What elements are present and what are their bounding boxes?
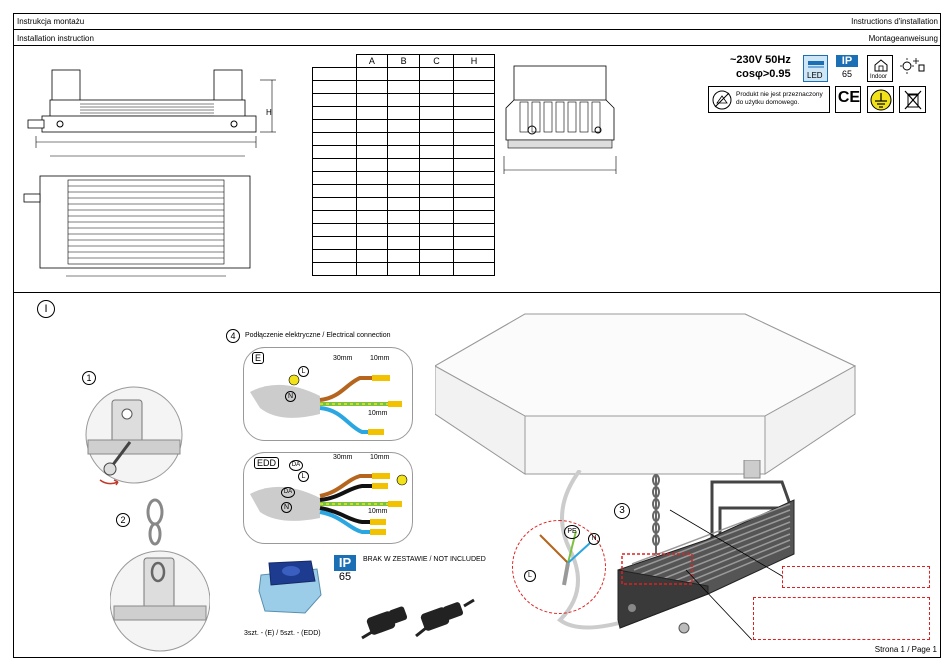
height-dimension-label: H (266, 108, 272, 117)
top-view-drawing (23, 175, 251, 277)
edd-length-30: 30mm (333, 454, 353, 461)
earth-ground-icon (870, 89, 892, 111)
crossed-bin-icon (904, 90, 922, 110)
indoor-badge: Indoor (867, 55, 893, 82)
callout-box-bottom (753, 597, 930, 640)
accessory-ip-badge: IP 65 (334, 555, 356, 583)
voltage-spec: ~230V 50Hz (730, 54, 791, 66)
no-household-icon (712, 90, 732, 110)
waterproof-connectors-illustration (361, 598, 475, 640)
col-b-header: B (387, 54, 421, 68)
wiring-detail-circle (512, 520, 606, 614)
header-divider-2 (13, 45, 941, 46)
step4-badge: 4 (226, 329, 240, 343)
title-en: Installation instruction (17, 34, 94, 43)
step1-bracket-wrench-illustration (85, 386, 183, 486)
edd-wire-n: N (281, 502, 292, 513)
e-length-30: 30mm (333, 355, 353, 362)
ce-mark: CE (835, 86, 861, 113)
callout-box-top (782, 566, 930, 588)
ambient-temperature-icon (900, 58, 925, 74)
detail-wire-pe: PE (564, 525, 580, 539)
not-included-text: BRAK W ZESTAWIE / NOT INCLUDED (363, 556, 486, 563)
ce-label: CE (837, 89, 861, 106)
e-length-10: 10mm (370, 355, 390, 362)
section-divider (13, 292, 941, 293)
quantity-text: 3szt. - (E) / 5szt. - (EDD) (244, 630, 321, 637)
house-icon (874, 59, 888, 72)
edd-length-10: 10mm (370, 454, 390, 461)
edd-length-10-lower: 10mm (368, 508, 388, 515)
connection-title: Podłączenie elektryczne / Electrical con… (245, 332, 391, 339)
wires-edd-svg (250, 473, 408, 535)
detail-wire-l: L (524, 570, 536, 582)
weee-mark (899, 86, 926, 113)
edd-wire-da-2: DA (281, 487, 295, 498)
header-divider-1 (13, 29, 941, 30)
accessory-ip-label: IP (334, 555, 356, 571)
title-pl: Instrukcja montażu (17, 17, 85, 26)
led-badge: LED (803, 55, 828, 82)
page-frame (13, 13, 941, 658)
indoor-label: Indoor (870, 74, 888, 80)
col-h-header: H (453, 54, 495, 68)
wire-connector-illustration (258, 560, 322, 614)
not-domestic-notice: Produkt nie jest przeznaczony do użytku … (708, 86, 830, 113)
detail-wire-n: N (588, 533, 600, 545)
side-view-drawing (27, 69, 276, 157)
title-fr: Instructions d'installation (851, 17, 938, 26)
ip65-badge: IP 65 (836, 55, 860, 82)
variant-e-label: E (252, 352, 265, 364)
front-view-drawing (503, 65, 617, 174)
power-factor-spec: cosφ>0.95 (736, 68, 791, 80)
led-label: LED (807, 71, 823, 80)
col-a-header: A (355, 54, 389, 68)
col-c-header: C (419, 54, 454, 68)
step3-badge: 3 (614, 503, 630, 519)
step1-badge: 1 (82, 371, 96, 385)
luminaire-3d-illustration (617, 460, 795, 634)
ceiling-slab-illustration (435, 313, 857, 475)
temperature-badge (899, 55, 926, 82)
step2-chain-hook-illustration (110, 498, 210, 652)
not-domestic-text: Produkt nie jest przeznaczony do użytku … (736, 91, 823, 106)
wiring-detail-wires (539, 530, 591, 586)
ip-value: 65 (841, 69, 852, 79)
accessory-ip-value: 65 (338, 571, 352, 583)
led-bar-icon (808, 61, 824, 68)
title-de: Montageanweisung (868, 34, 938, 43)
wires-e-svg (250, 374, 402, 435)
e-length-10-lower: 10mm (368, 410, 388, 417)
edd-wire-l: L (298, 471, 309, 482)
callout-pointer-lines (669, 509, 783, 641)
section-number-badge: I (37, 300, 55, 318)
e-wire-l: L (298, 366, 309, 377)
e-wire-n: N (285, 391, 296, 402)
step2-badge: 2 (116, 513, 130, 527)
ground-mark (867, 86, 894, 113)
edd-wire-da-1: DA (289, 460, 303, 471)
dimensions-table: A B C H (312, 54, 495, 276)
ip-label: IP (836, 55, 858, 67)
variant-edd-label: EDD (254, 457, 280, 469)
page-number: Strona 1 / Page 1 (874, 645, 937, 654)
